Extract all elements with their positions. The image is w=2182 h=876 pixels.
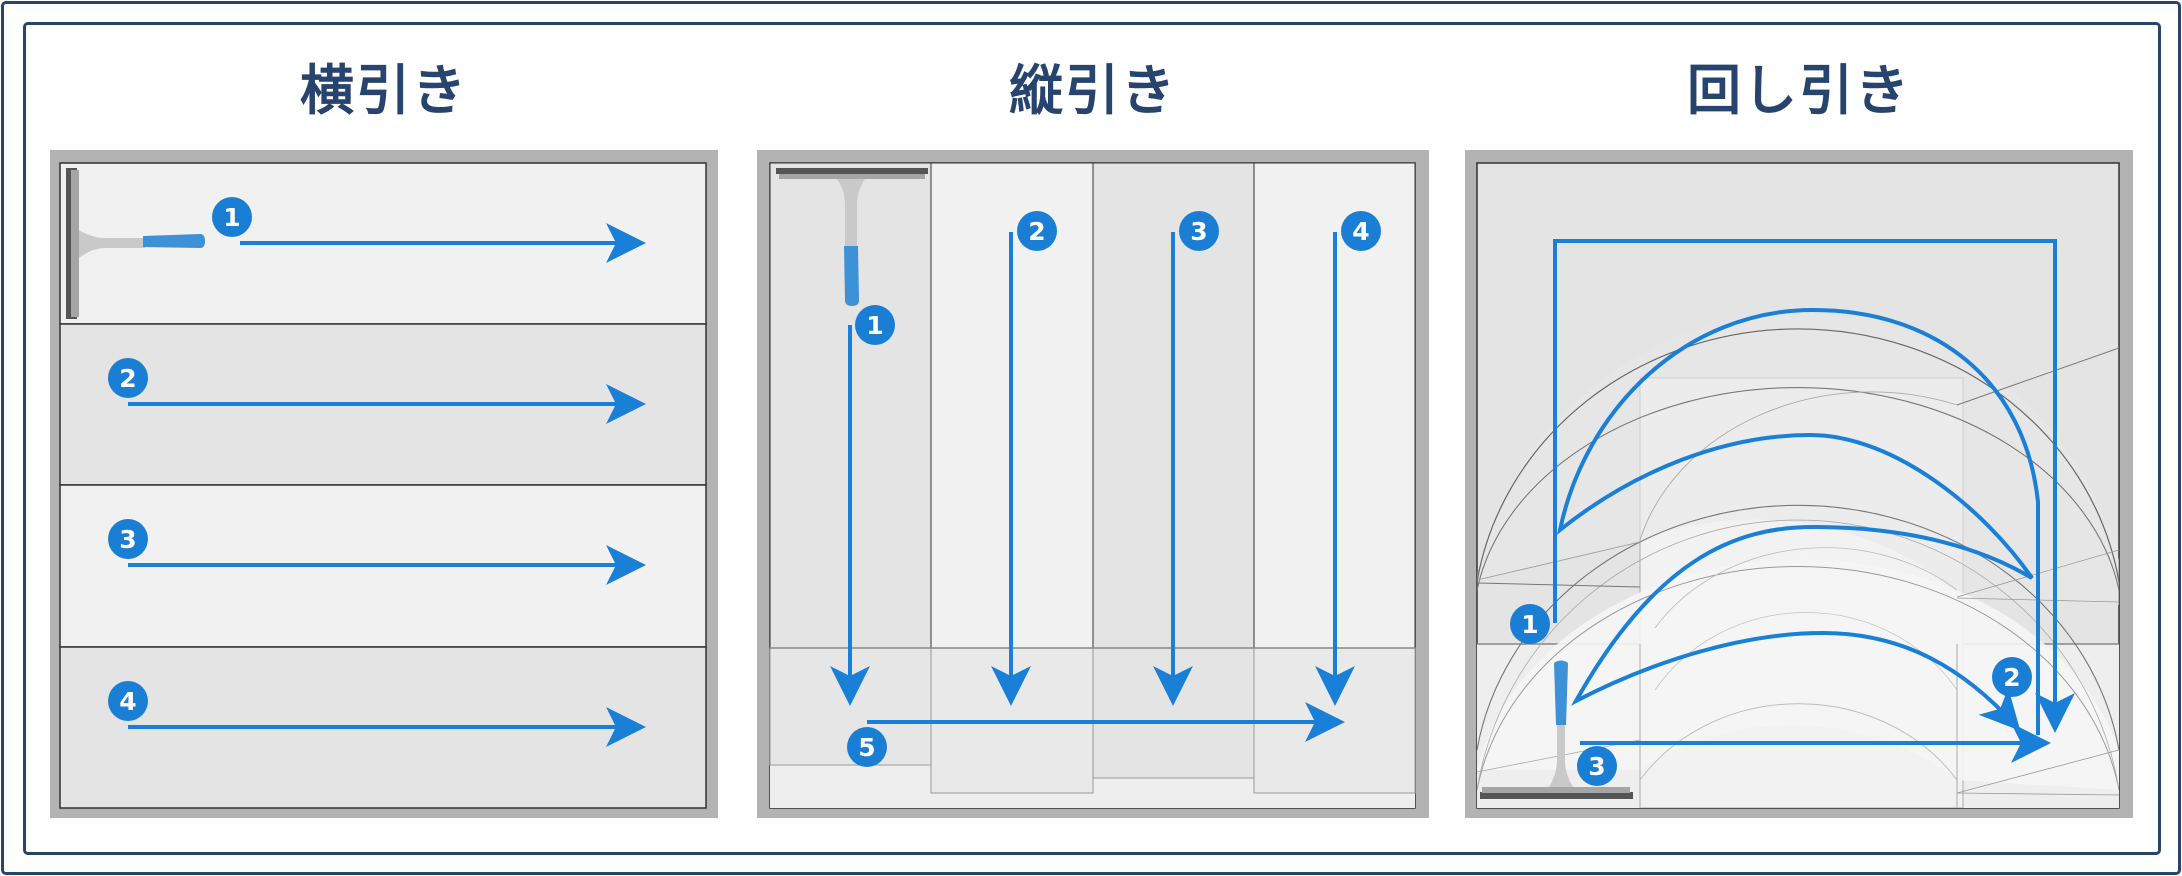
svg-text:3: 3	[119, 525, 136, 554]
number-badge-icon: 4	[108, 681, 148, 721]
panel-title-circular: 回し引き	[1687, 59, 1911, 122]
number-badge-icon: 2	[1017, 211, 1057, 251]
number-badge-icon: 5	[847, 727, 887, 767]
squeegee-icon	[1480, 660, 1633, 799]
squeegee-icon	[776, 168, 928, 306]
number-badge-icon: 2	[108, 358, 148, 398]
svg-text:2: 2	[2003, 663, 2020, 692]
number-badge-icon: 1	[212, 197, 252, 237]
panel-circular: 1 2 3	[1465, 150, 2133, 818]
svg-text:3: 3	[1588, 752, 1605, 781]
svg-text:4: 4	[1352, 217, 1369, 246]
number-badge-icon: 1	[1510, 604, 1550, 644]
number-badge-icon: 1	[855, 305, 895, 345]
window-glass	[769, 162, 1416, 809]
number-badge-icon: 3	[1179, 211, 1219, 251]
svg-text:3: 3	[1190, 217, 1207, 246]
svg-text:1: 1	[1521, 610, 1538, 639]
number-badge-icon: 2	[1992, 657, 2032, 697]
svg-text:4: 4	[119, 687, 136, 716]
vertical-diagram: 1 2 3 4 5	[769, 162, 1416, 809]
arrow-path-2	[1556, 307, 2040, 735]
svg-text:2: 2	[119, 364, 136, 393]
panel-vertical: 1 2 3 4 5	[757, 150, 1429, 818]
svg-text:5: 5	[858, 733, 875, 762]
svg-text:1: 1	[866, 311, 883, 340]
svg-text:1: 1	[223, 203, 240, 232]
horizontal-diagram: 1 2 3 4	[59, 162, 707, 809]
svg-text:2: 2	[1028, 217, 1045, 246]
panel-title-horizontal: 横引き	[300, 59, 468, 122]
circular-diagram: 1 2 3	[1476, 162, 2120, 809]
number-badge-icon: 3	[1577, 746, 1617, 786]
squeegee-icon	[66, 168, 205, 319]
arrow-path-1	[1553, 239, 2075, 733]
panel-title-vertical: 縦引き	[1009, 59, 1177, 122]
number-badge-icon: 4	[1341, 211, 1381, 251]
panel-horizontal: 1 2 3 4	[50, 150, 718, 818]
number-badge-icon: 3	[108, 519, 148, 559]
inner-frame	[23, 22, 2161, 855]
window-glass	[59, 162, 707, 809]
